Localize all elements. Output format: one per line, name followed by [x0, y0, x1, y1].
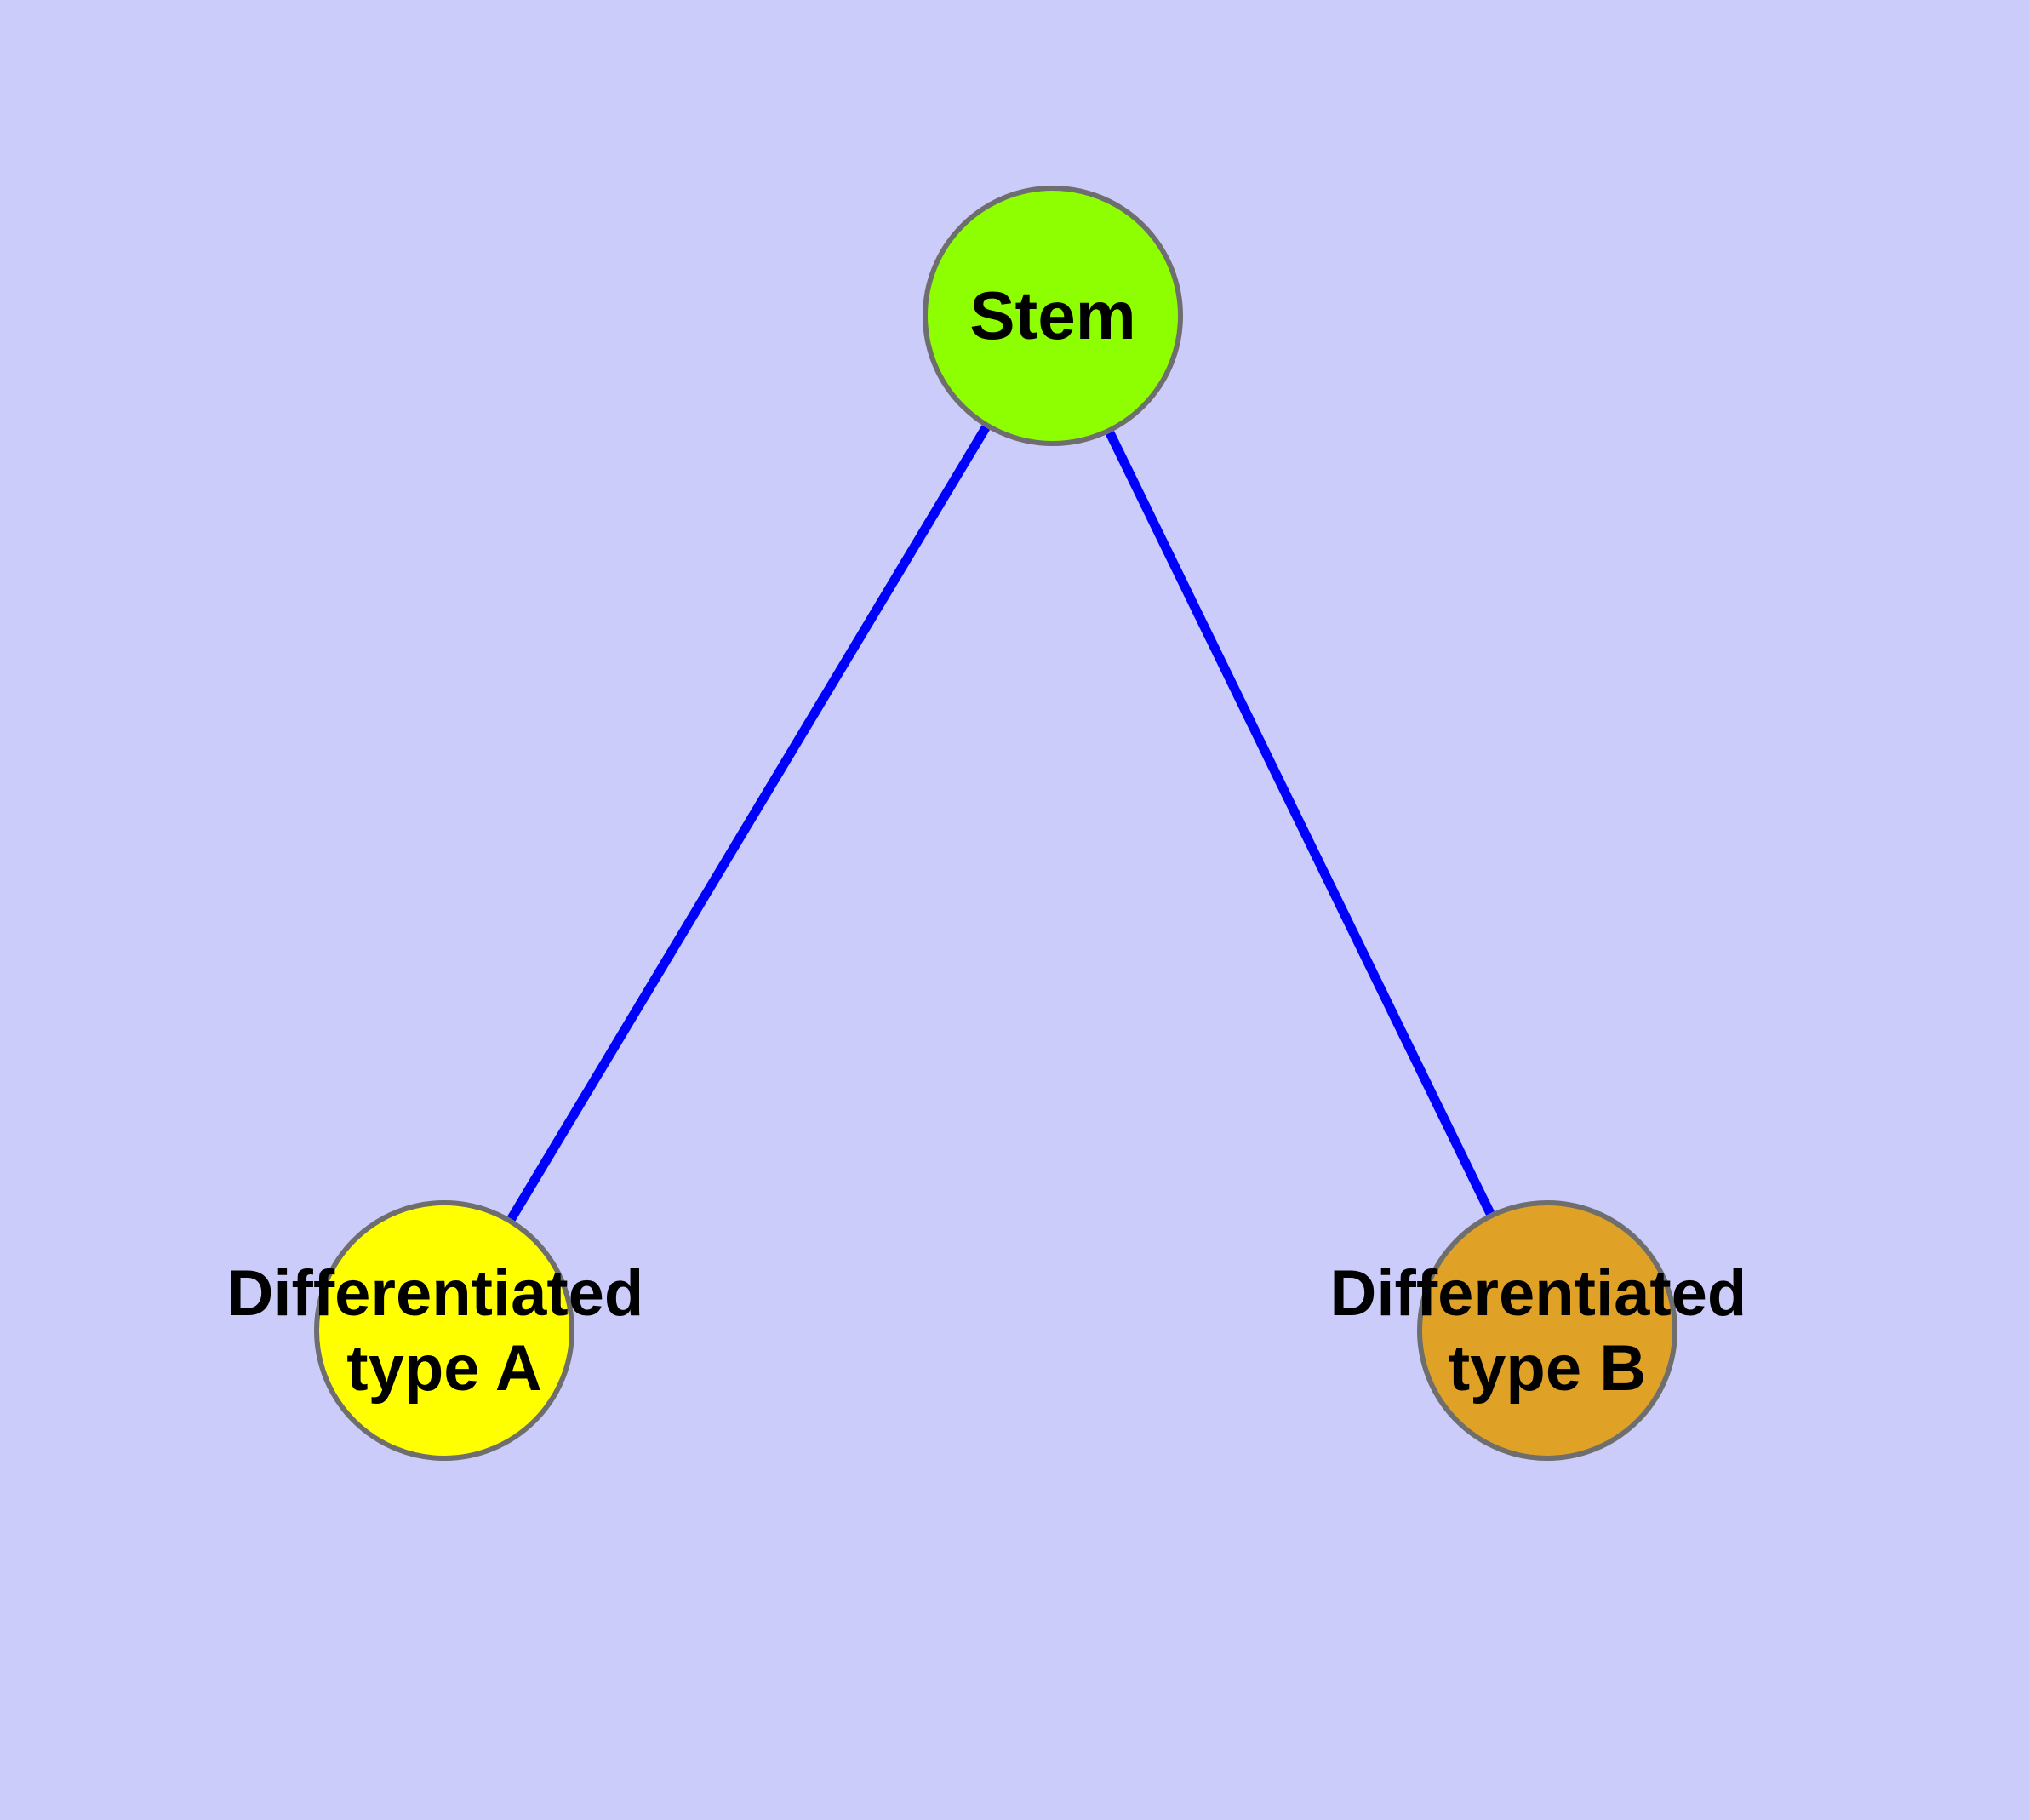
node-diff-b[interactable]: Differentiated type B: [1330, 1200, 1765, 1461]
node-layer: Stem Differentiated type A Differentiate…: [227, 186, 1765, 1461]
node-diff-a-label-line-1: Differentiated: [227, 1257, 644, 1330]
node-diff-b-circle[interactable]: [1417, 1200, 1677, 1461]
node-diff-a-circle[interactable]: [314, 1200, 574, 1461]
node-diff-a-label: Differentiated type A: [227, 1257, 662, 1405]
node-diff-a[interactable]: Differentiated type A: [227, 1200, 662, 1461]
edge-stem-to-diff-a[interactable]: [506, 425, 991, 1222]
node-diff-b-label-line-1: Differentiated: [1330, 1257, 1747, 1330]
node-diff-a-label-line-2: type A: [346, 1332, 541, 1405]
node-diff-b-label-line-2: type B: [1449, 1332, 1646, 1405]
edge-stem-to-diff-b[interactable]: [1106, 431, 1495, 1216]
node-stem-circle[interactable]: [923, 186, 1183, 446]
edge-layer: [506, 425, 1495, 1222]
node-stem-label-line-1: Stem: [969, 278, 1136, 353]
node-stem[interactable]: Stem: [923, 186, 1183, 446]
node-stem-label: Stem: [969, 278, 1136, 353]
node-diff-b-label: Differentiated type B: [1330, 1257, 1765, 1405]
